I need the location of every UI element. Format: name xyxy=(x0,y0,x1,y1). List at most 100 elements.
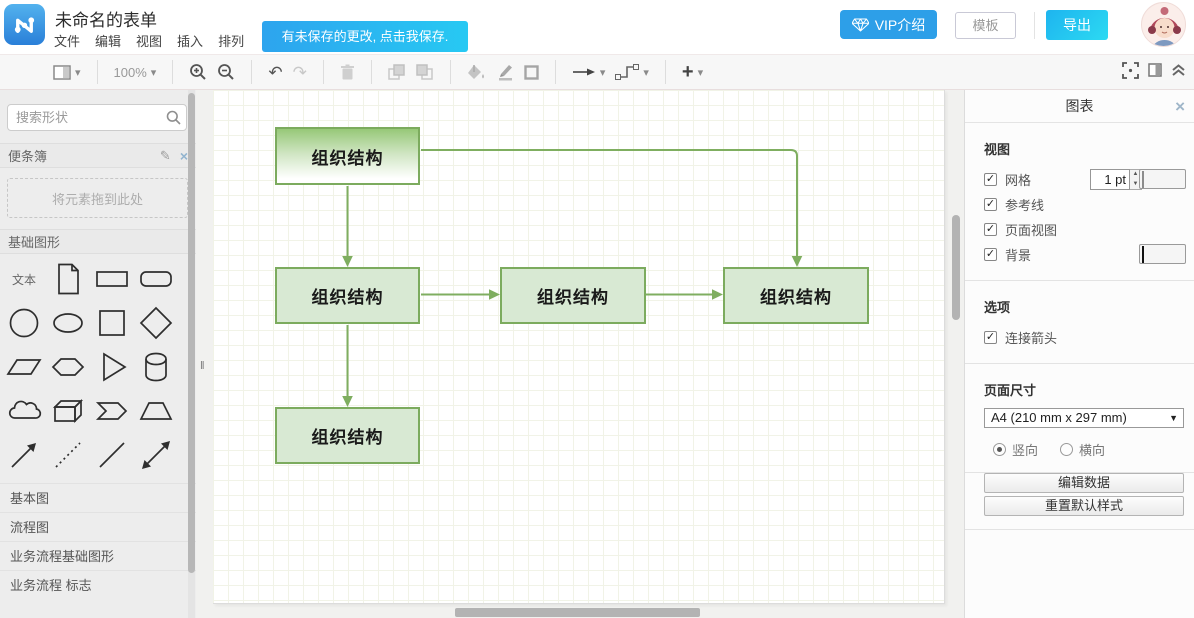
grid-checkbox[interactable]: ✓ xyxy=(984,173,997,186)
category-bpmn-basic[interactable]: 业务流程基础图形 xyxy=(0,541,196,570)
category-bpmn-signs[interactable]: 业务流程 标志 xyxy=(0,570,196,599)
caret-down-icon: ▾ xyxy=(599,66,606,79)
shape-cylinder[interactable] xyxy=(134,345,178,389)
vip-button[interactable]: VIP介绍 xyxy=(840,10,937,39)
fullscreen-button[interactable] xyxy=(1122,61,1139,84)
landscape-radio[interactable] xyxy=(1060,443,1074,456)
sidebar-scrollbar[interactable] xyxy=(188,90,195,618)
stepper-down-icon[interactable]: ▼ xyxy=(1132,180,1139,187)
connect-arrows-checkbox[interactable]: ✓ xyxy=(984,331,997,344)
shape-parallelogram[interactable] xyxy=(2,345,46,389)
shape-triangle[interactable] xyxy=(90,345,134,389)
canvas-vertical-scrollbar[interactable] xyxy=(952,215,960,320)
zoom-out-button[interactable] xyxy=(217,63,235,81)
portrait-radio[interactable] xyxy=(993,443,1006,456)
toolbar-separator xyxy=(322,60,324,84)
line-color-button[interactable] xyxy=(496,63,514,81)
basic-shapes-header[interactable]: 基础图形 xyxy=(0,229,196,254)
menu-arrange[interactable]: 排列 xyxy=(218,34,245,49)
document-title[interactable]: 未命名的表单 xyxy=(55,11,157,30)
org-node-root[interactable]: 组织结构 xyxy=(275,127,420,185)
page-layout-button[interactable]: ▾ xyxy=(53,64,81,80)
shape-dotted-line[interactable] xyxy=(46,433,90,477)
undo-button[interactable]: ↶ xyxy=(268,62,283,82)
menu-view[interactable]: 视图 xyxy=(136,34,163,49)
panel-divider xyxy=(965,363,1194,364)
shape-ellipse[interactable] xyxy=(46,301,90,345)
app-logo-icon[interactable] xyxy=(4,4,45,45)
shape-cube[interactable] xyxy=(46,389,90,433)
landscape-option[interactable]: 横向 xyxy=(1060,440,1105,459)
toolbar-separator xyxy=(96,60,98,84)
stepper-up-icon[interactable]: ▲ xyxy=(1132,171,1139,177)
menu-edit[interactable]: 编辑 xyxy=(95,34,122,49)
close-icon[interactable]: × xyxy=(1175,97,1185,116)
shape-rectangle[interactable] xyxy=(90,257,134,301)
scratchpad-header[interactable]: 便条簿 ✎ × xyxy=(0,143,196,168)
shape-document[interactable] xyxy=(46,257,90,301)
orientation-options: 竖向 横向 xyxy=(993,440,1194,459)
org-node-bottom[interactable]: 组织结构 xyxy=(275,407,420,464)
background-color-swatch[interactable] xyxy=(1139,244,1186,264)
canvas-horizontal-scrollbar[interactable] xyxy=(455,608,700,617)
category-basic-diagram[interactable]: 基本图 xyxy=(0,483,196,512)
grid-color-value xyxy=(1142,171,1144,188)
edit-pencil-icon[interactable]: ✎ xyxy=(159,147,171,163)
grid-color-swatch[interactable] xyxy=(1139,169,1186,189)
caret-down-icon: ▾ xyxy=(643,66,649,79)
menu-insert[interactable]: 插入 xyxy=(177,34,204,49)
shape-step-arrow[interactable] xyxy=(90,389,134,433)
reset-style-button[interactable]: 重置默认样式 xyxy=(984,496,1184,516)
background-checkbox[interactable]: ✓ xyxy=(984,248,997,261)
shape-circle[interactable] xyxy=(2,301,46,345)
shape-cloud[interactable] xyxy=(2,389,46,433)
shape-hexagon[interactable] xyxy=(46,345,90,389)
bring-to-front-button[interactable] xyxy=(388,63,406,81)
zoom-in-button[interactable] xyxy=(189,63,207,81)
template-button[interactable]: 模板 xyxy=(955,12,1016,39)
sidebar-collapse-handle[interactable]: ‖ xyxy=(200,360,205,372)
close-icon[interactable]: × xyxy=(179,147,188,164)
shape-double-arrow[interactable] xyxy=(134,433,178,477)
portrait-option[interactable]: 竖向 xyxy=(993,440,1038,459)
shape-arrow-line[interactable] xyxy=(2,433,46,477)
shape-square[interactable] xyxy=(90,301,134,345)
shape-text[interactable]: 文本 xyxy=(11,272,36,287)
panel-divider xyxy=(965,280,1194,281)
page-view-label: 页面视图 xyxy=(1005,223,1058,238)
user-avatar[interactable] xyxy=(1141,2,1186,47)
edit-data-button[interactable]: 编辑数据 xyxy=(984,473,1184,493)
org-node-center[interactable]: 组织结构 xyxy=(500,267,646,324)
canvas-area[interactable]: ‖ 组织结构 组织结构 组织结构 xyxy=(196,90,964,618)
export-button[interactable]: 导出 xyxy=(1046,10,1108,40)
fill-color-button[interactable] xyxy=(467,64,486,81)
org-node-left[interactable]: 组织结构 xyxy=(275,267,420,324)
shape-trapezoid[interactable] xyxy=(134,389,178,433)
send-to-back-button[interactable] xyxy=(416,63,434,81)
shape-style-button[interactable] xyxy=(524,64,539,80)
panel-toggle-button[interactable] xyxy=(1148,63,1162,82)
page-view-checkbox[interactable]: ✓ xyxy=(984,223,997,236)
org-node-right[interactable]: 组织结构 xyxy=(723,267,869,324)
shape-rounded-rectangle[interactable] xyxy=(134,257,178,301)
collapse-toolbar-icon[interactable] xyxy=(1171,63,1186,82)
shape-line[interactable] xyxy=(90,433,134,477)
insert-shape-dropdown[interactable]: + ▾ xyxy=(682,61,703,84)
shape-diamond[interactable] xyxy=(134,301,178,345)
arrow-style-dropdown[interactable]: ▾ xyxy=(572,66,606,79)
guides-checkbox[interactable]: ✓ xyxy=(984,198,997,211)
unsaved-changes-banner[interactable]: 有未保存的更改, 点击我保存. xyxy=(262,21,468,52)
category-flowchart[interactable]: 流程图 xyxy=(0,512,196,541)
delete-button[interactable] xyxy=(340,64,355,81)
page-size-select[interactable]: A4 (210 mm x 297 mm) ▼ xyxy=(984,408,1184,428)
connector-style-dropdown[interactable]: ▾ xyxy=(615,64,649,80)
diagram-page[interactable]: 组织结构 组织结构 组织结构 组织结构 组织结构 xyxy=(213,90,945,604)
zoom-level-dropdown[interactable]: 100% ▾ xyxy=(114,65,157,80)
toolbar-separator xyxy=(370,60,372,84)
grid-size-input[interactable] xyxy=(1090,169,1130,190)
sidebar-scrollbar-thumb[interactable] xyxy=(188,93,195,573)
menu-file[interactable]: 文件 xyxy=(54,34,81,49)
redo-button[interactable]: ↷ xyxy=(292,62,307,82)
search-input[interactable] xyxy=(7,104,187,131)
scratchpad-dropzone[interactable]: 将元素拖到此处 xyxy=(7,178,188,218)
